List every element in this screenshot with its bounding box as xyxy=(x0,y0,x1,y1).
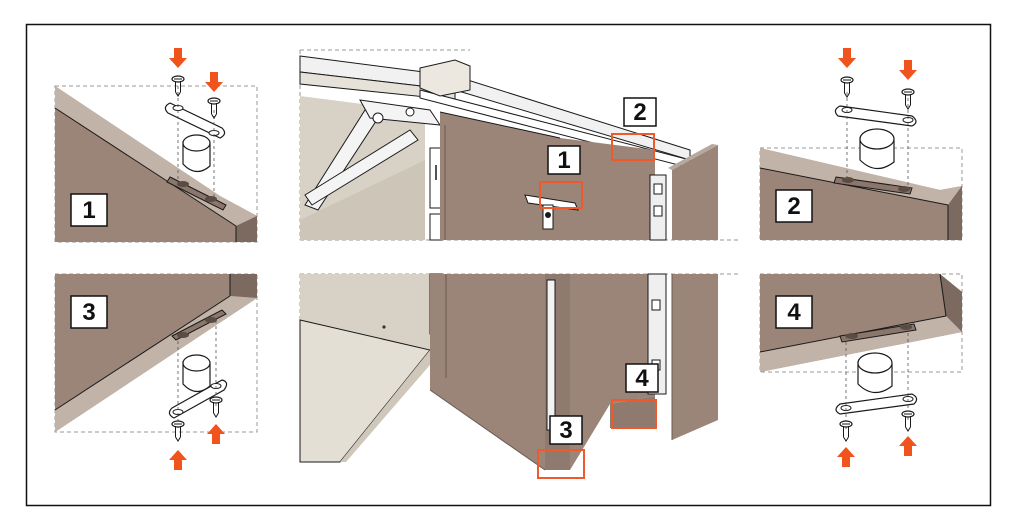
magnet-cylinder-icon xyxy=(182,134,211,173)
step-number-4: 4 xyxy=(787,299,801,326)
arrow-up-icon xyxy=(899,436,917,456)
callout-number-3: 3 xyxy=(559,417,572,444)
screw-icon xyxy=(839,420,853,442)
cabinet-bottom-view xyxy=(299,273,740,471)
magnet-cylinder-icon xyxy=(857,352,893,394)
arrow-down-icon xyxy=(899,60,917,80)
callout-number-2: 2 xyxy=(633,99,646,126)
arrow-up-icon xyxy=(207,424,225,444)
step-number-3: 3 xyxy=(82,299,95,326)
screw-icon xyxy=(209,396,223,418)
screw-icon xyxy=(207,97,221,119)
arrow-down-icon xyxy=(838,48,856,68)
arrow-down-icon xyxy=(205,72,223,92)
cabinet-top-view xyxy=(299,49,740,241)
panel-step-2: 2 xyxy=(759,48,963,241)
panel-step-3: 3 xyxy=(54,273,258,470)
callout-number-1: 1 xyxy=(557,147,570,174)
callouts: 2 1 3 4 xyxy=(537,97,659,479)
callout-number-4: 4 xyxy=(635,365,649,392)
screw-icon xyxy=(901,410,915,432)
step-number-2: 2 xyxy=(787,193,800,220)
magnet-cylinder-icon xyxy=(182,354,211,393)
panel-step-1: 1 xyxy=(54,48,258,243)
step-number-1: 1 xyxy=(82,197,95,224)
outer-frame xyxy=(25,23,992,507)
arrow-up-icon xyxy=(837,447,855,467)
screw-icon xyxy=(171,420,185,442)
panel-step-4: 4 xyxy=(759,273,963,467)
arrow-down-icon xyxy=(169,48,187,68)
magnet-cylinder-icon xyxy=(859,128,895,170)
arrow-up-icon xyxy=(169,450,187,470)
